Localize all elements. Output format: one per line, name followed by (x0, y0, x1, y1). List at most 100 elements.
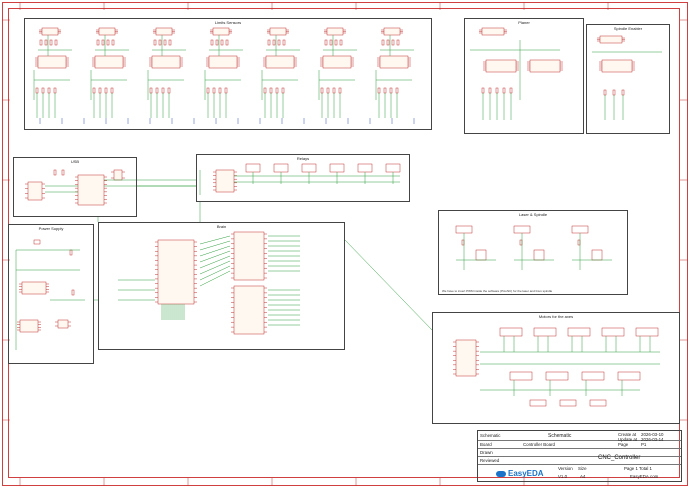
page-label: Page (618, 442, 629, 447)
regulator-3v3 (19, 319, 39, 333)
drawn-label: Drawn (480, 450, 493, 455)
driver-header (617, 371, 641, 381)
resistor (267, 39, 271, 46)
resistor (101, 39, 105, 46)
block-title: Planer (518, 20, 530, 25)
wire (199, 245, 231, 257)
resistor (39, 39, 43, 46)
board-label: Board (480, 442, 492, 447)
size-value: A4 (580, 474, 586, 479)
shift-register (233, 231, 265, 281)
resistor (277, 39, 281, 46)
driver-header (509, 371, 533, 381)
motor-drivers-block[interactable]: Motors for the axes (432, 312, 680, 424)
spindle-enabler-block[interactable]: Spindle Enabler (586, 24, 670, 134)
resistor (54, 39, 58, 46)
regulator (21, 281, 47, 295)
wire (199, 270, 231, 287)
block-title: Brain (216, 224, 227, 229)
easyeda-brand: EasyEDA (508, 469, 544, 478)
resistor (168, 39, 172, 46)
brain-block[interactable]: Brain (98, 222, 345, 350)
resistor (334, 39, 338, 46)
stepper-connector (529, 399, 547, 407)
driver-header (601, 327, 625, 337)
wire (199, 235, 231, 245)
board-value: Controller Board (523, 442, 555, 447)
block-title: Relays (296, 156, 310, 161)
resistor (339, 39, 343, 46)
resistor (282, 39, 286, 46)
easyeda-url: EasyEDA.com (630, 474, 659, 479)
version-value: V1.0 (558, 474, 568, 479)
page-total: Page 1 Total 1 (624, 466, 652, 471)
wire (199, 250, 231, 263)
resistor (106, 39, 110, 46)
laser-spindle-block[interactable]: Laser & Spindle We have to invert PWM in… (438, 210, 628, 295)
create-label: Create at (618, 432, 637, 437)
resistor (111, 39, 115, 46)
resistor (220, 39, 224, 46)
driver-header (533, 327, 557, 337)
stepper-connector (559, 399, 577, 407)
usb-block[interactable]: USB (13, 157, 137, 217)
resistor (272, 39, 276, 46)
wire (199, 260, 231, 275)
driver-header (635, 327, 659, 337)
resistor (329, 39, 333, 46)
driver-header (499, 327, 523, 337)
wire (199, 265, 231, 281)
stepper-connector (589, 399, 607, 407)
driver-header (567, 327, 591, 337)
update-value: 2026-03-14 (641, 437, 664, 442)
capacitor (57, 319, 69, 329)
reviewed-label: Reviewed (480, 458, 500, 463)
block-title: Motors for the axes (538, 314, 574, 319)
resistor (61, 169, 65, 176)
laser-note: We have to invert PWM inside the softwar… (442, 289, 553, 293)
axis-connector (455, 339, 477, 377)
resistor (391, 39, 395, 46)
driver-header (581, 371, 605, 381)
cloud-icon (496, 470, 506, 477)
create-value: 2026-03-10 (641, 432, 664, 437)
block-title: Power Supply (38, 226, 64, 231)
resistor (225, 39, 229, 46)
power-supply-block[interactable]: Power Supply (8, 224, 94, 364)
resistor (44, 39, 48, 46)
planer-block[interactable]: Planer (464, 18, 584, 134)
resistor (396, 39, 400, 46)
block-title: Spindle Enabler (613, 26, 643, 31)
update-label: Update at (618, 437, 638, 442)
easyeda-logo: EasyEDA (496, 469, 544, 478)
block-title: USB (70, 159, 80, 164)
usb-uart-ic (77, 174, 105, 206)
resistor (96, 39, 100, 46)
title-block: Schematic Schematic Board Controller Boa… (477, 430, 682, 482)
schematic-label: Schematic (480, 433, 501, 438)
limits-sensors-block[interactable]: Limits Sensors (24, 18, 432, 130)
wire (199, 240, 231, 251)
schematic-value: Schematic (548, 433, 572, 439)
usb-connector (27, 181, 43, 201)
resistor (324, 39, 328, 46)
resistor (53, 169, 57, 176)
resistor (381, 39, 385, 46)
resistor (49, 39, 53, 46)
resistor (386, 39, 390, 46)
wire (199, 255, 231, 269)
resistor (158, 39, 162, 46)
shift-register (233, 285, 265, 335)
size-label: Size (578, 466, 587, 471)
driver-header (545, 371, 569, 381)
page-value: P1 (641, 442, 647, 447)
resistor (163, 39, 167, 46)
resistor (71, 289, 75, 296)
relay-driver-ic (215, 169, 235, 193)
relays-block[interactable]: Relays (196, 154, 410, 202)
resistor (215, 39, 219, 46)
project-title: CNC_Controller (598, 455, 641, 461)
version-label: Version (558, 466, 573, 471)
